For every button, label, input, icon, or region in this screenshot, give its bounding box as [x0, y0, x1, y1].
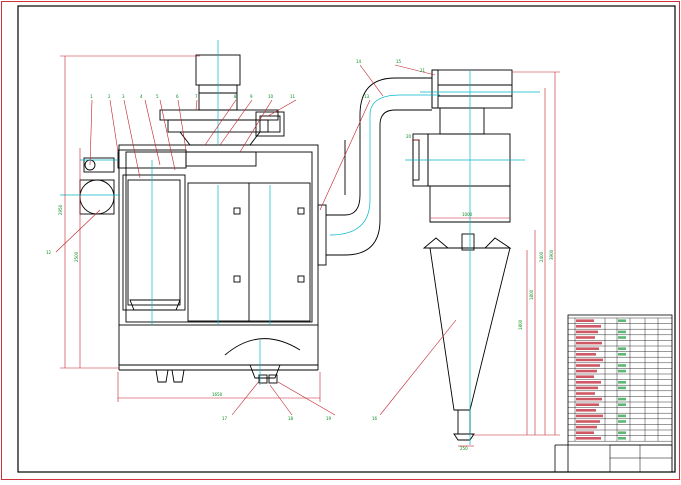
title-block-text-mark — [576, 341, 602, 345]
dim-cabinet-height: 2500 — [74, 251, 79, 262]
title-block-text-mark — [576, 386, 598, 390]
title-block-text-mark — [576, 397, 602, 401]
balloon-label: 6 — [176, 94, 179, 99]
balloon-label: 15 — [396, 59, 402, 64]
title-block-text-mark — [576, 403, 599, 406]
title-block-text-mark — [576, 319, 594, 322]
balloon-label: 8 — [234, 94, 237, 99]
dim-cone-section: 1800 — [518, 319, 523, 330]
title-block-text-mark — [576, 369, 597, 373]
centerlines — [60, 40, 540, 445]
balloon-label: 12 — [46, 250, 52, 255]
balloon-label: 19 — [326, 416, 332, 421]
title-block-text-mark — [576, 437, 601, 440]
title-block-text-mark — [576, 325, 601, 328]
dim-cyclone-dia: 1000 — [462, 212, 473, 217]
balloon-label: 3 — [122, 94, 125, 99]
balloon-label: 1 — [90, 94, 93, 99]
balloon-label: 16 — [372, 416, 378, 421]
dim-overall-width: 1650 — [212, 392, 223, 397]
title-block-text-mark — [576, 381, 601, 384]
title-block-text-mark — [618, 397, 626, 401]
dim-cyclone-body: 2400 — [539, 251, 544, 262]
balloon-labels: 1 2 3 4 5 6 7 8 9 10 11 12 13 14 15 16 1… — [46, 59, 426, 421]
sheet-border-inner — [17, 5, 676, 473]
title-block-text-mark — [576, 375, 594, 378]
dim-outlet-dia: 250 — [460, 446, 468, 451]
balloon-label: 18 — [288, 416, 294, 421]
title-block-text-mark — [576, 364, 600, 367]
title-block-text-mark — [576, 420, 600, 423]
title-block-text-mark — [576, 358, 603, 362]
cyclone-separator — [412, 69, 513, 441]
title-block-text-mark — [618, 369, 626, 373]
dim-cyclone-height: 3900 — [549, 249, 554, 260]
dimension-texts: 1650 2950 2500 3900 2400 1800 1800 1000 … — [58, 204, 554, 451]
dimension-lines — [60, 55, 560, 447]
dim-overall-height: 2950 — [58, 204, 63, 215]
title-block-text-mark — [576, 414, 603, 418]
title-block-text-mark — [618, 437, 626, 440]
title-block-text-mark — [618, 414, 626, 418]
title-block-text-mark — [618, 420, 626, 423]
title-block-text-mark — [576, 409, 596, 412]
balloon-label: 9 — [250, 94, 253, 99]
title-block-text-mark — [618, 347, 626, 350]
title-block-text-mark — [618, 336, 626, 339]
balloon-label: 20 — [406, 134, 412, 139]
title-block-text-mark — [618, 403, 626, 406]
title-block-text-mark — [576, 353, 596, 356]
title-block-text-mark — [618, 386, 626, 390]
title-block-text-mark — [618, 330, 626, 334]
balloon-label: 17 — [222, 416, 228, 421]
title-block-text-mark — [576, 347, 599, 350]
title-block-text-mark — [576, 336, 595, 339]
title-block-text-mark — [618, 364, 626, 367]
title-block-text-mark — [618, 319, 626, 322]
title-block-text-mark — [576, 425, 597, 429]
balloon-label: 4 — [140, 94, 143, 99]
dim-cyclone-cone: 1800 — [529, 289, 534, 300]
connecting-duct — [326, 77, 432, 256]
title-block-text-mark — [576, 330, 598, 334]
balloon-label: 2 — [108, 94, 111, 99]
balloon-label: 7 — [195, 94, 198, 99]
balloon-label: 10 — [268, 94, 274, 99]
title-block-text-mark — [618, 431, 626, 434]
title-block-text-mark — [618, 353, 626, 356]
leader-lines — [55, 64, 457, 416]
title-block-text-mark — [576, 431, 594, 434]
balloon-label: 11 — [290, 94, 296, 99]
balloon-label: 13 — [364, 94, 370, 99]
balloon-label: 5 — [156, 94, 159, 99]
title-block-text-mark — [576, 392, 595, 395]
title-block — [554, 314, 673, 473]
top-motor-fan — [159, 54, 285, 146]
spray-booth-cabinet — [79, 144, 327, 384]
title-block-text-mark — [618, 381, 626, 384]
balloon-label: 21 — [420, 68, 426, 73]
balloon-label: 14 — [356, 59, 362, 64]
